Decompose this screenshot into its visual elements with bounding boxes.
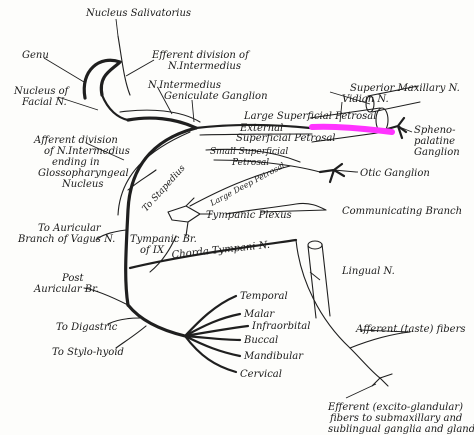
external-superficial-petrosal xyxy=(199,133,313,136)
auricular-vagus-branch xyxy=(95,229,127,241)
label-efferent-division-1: Efferent division of xyxy=(151,50,251,61)
temporal-branch xyxy=(183,294,238,338)
label-efferent-division-2: N.Intermedius xyxy=(167,61,241,72)
label-otic-ganglion: Otic Ganglion xyxy=(360,168,430,179)
label-nucleus-facial-1: Nucleus of xyxy=(13,86,71,97)
label-sphenopalatine-2: palatine xyxy=(414,136,455,147)
sphenopalatine-branches xyxy=(382,116,408,140)
nerve-paths xyxy=(82,35,421,387)
label-afferent-taste: Afferent (taste) fibers xyxy=(355,324,466,335)
label-afferent-division-2: of N.Intermedius xyxy=(44,146,130,157)
label-to-digastric: To Digastric xyxy=(56,322,118,333)
infraorbital-branch xyxy=(183,324,250,338)
label-genu: Genu xyxy=(22,50,49,61)
label-cervical: Cervical xyxy=(240,369,282,380)
large-superficial-petrosal xyxy=(194,123,312,130)
label-afferent-division-1: Afferent division xyxy=(33,135,118,146)
afferent-descending xyxy=(117,131,191,216)
salivatorius-fiber xyxy=(117,35,131,96)
label-tympanic-br-2: of IX xyxy=(140,245,165,256)
label-lingual: Lingual N. xyxy=(341,266,395,277)
label-geniculate-ganglion: Geniculate Ganglion xyxy=(164,91,268,102)
lingual-left xyxy=(307,245,317,319)
label-to-auricular-1: To Auricular xyxy=(38,223,102,234)
label-vidian: Vidian N. xyxy=(342,94,389,105)
post-auricular-branch xyxy=(83,287,129,306)
vidian-top xyxy=(309,107,381,119)
label-nucleus-facial-2: Facial N. xyxy=(21,97,67,108)
malar-branch xyxy=(183,312,242,338)
tympanic-plexus xyxy=(167,205,201,223)
chorda-tympani xyxy=(128,238,298,270)
label-external-superficial-petrosal-1: External xyxy=(239,123,283,134)
afferent-taste-fiber xyxy=(349,331,411,349)
highlighted-segment xyxy=(309,123,395,135)
label-afferent-division-3: ending in xyxy=(52,157,100,168)
stylohyoid-branch xyxy=(115,325,147,349)
stapedius-branch xyxy=(127,169,157,191)
buccal-branch xyxy=(183,334,242,342)
label-to-stylo-hyoid: To Stylo-hyoid xyxy=(52,347,124,358)
label-nucleus-salivatorius: Nucleus Salivatorius xyxy=(85,8,191,19)
facial-canal xyxy=(124,126,198,307)
label-post-auricular-1: Post xyxy=(61,273,84,284)
label-temporal: Temporal xyxy=(240,291,288,302)
leader-lines xyxy=(43,18,413,399)
petrosal-fiber xyxy=(213,159,321,173)
vidian-bottom xyxy=(311,131,385,143)
lingual-end xyxy=(307,240,323,250)
label-buccal: Buccal xyxy=(243,335,278,346)
sup-maxillary-top xyxy=(367,85,419,97)
large-deep-petrosal xyxy=(189,165,291,207)
facial-root xyxy=(100,93,130,122)
mandibular-branch xyxy=(183,334,242,358)
label-post-auricular-2: Auricular Br. xyxy=(33,284,99,295)
label-to-auricular-2: Branch of Vagus N. xyxy=(17,234,115,245)
genu-loop xyxy=(82,58,122,100)
facial-trunk-lower xyxy=(126,303,187,338)
small-superficial-petrosal xyxy=(205,148,301,163)
label-external-superficial-petrosal-2: Superficial Petrosal xyxy=(236,133,336,144)
label-tympanic-br-1: Tympanic Br. xyxy=(130,234,197,245)
label-small-superficial-petrosal-1: Small Superficial xyxy=(210,147,288,157)
label-n-intermedius: N.Intermedius xyxy=(147,80,221,91)
label-sphenopalatine-3: Ganglion xyxy=(414,147,460,158)
tympanic-br-ix xyxy=(149,235,177,273)
otic-ganglion-node xyxy=(318,162,346,184)
label-to-stapedius: To Stapedius xyxy=(141,163,188,214)
label-malar: Malar xyxy=(243,309,275,320)
chorda-to-submaxillary xyxy=(295,239,381,379)
label-superior-maxillary: Superior Maxillary N. xyxy=(350,83,460,94)
label-sphenopalatine-1: Spheno- xyxy=(414,125,456,136)
communicating-branch xyxy=(225,202,327,215)
label-large-superficial-petrosal: Large Superficial Petrosal xyxy=(243,111,376,122)
label-tympanic-plexus: Tympanic Plexus xyxy=(206,210,292,221)
label-mandibular: Mandibular xyxy=(243,351,304,362)
submaxillary-ganglion xyxy=(371,373,393,387)
cervical-branch xyxy=(183,334,238,374)
label-communicating-branch: Communicating Branch xyxy=(342,206,462,217)
lingual-right xyxy=(321,243,331,317)
label-efferent-excito-2: fibers to submaxillary and xyxy=(329,413,462,424)
sup-maxillary-end xyxy=(365,95,375,113)
label-infraorbital: Infraorbital xyxy=(251,321,310,332)
otic-branch xyxy=(333,169,357,173)
labels: Nucleus Salivatorius Efferent division o… xyxy=(13,8,474,435)
label-afferent-division-4: Glossopharyngeal xyxy=(38,168,129,179)
label-small-superficial-petrosal-2: Petrosal xyxy=(231,158,269,168)
label-efferent-excito-1: Efferent (excito-glandular) xyxy=(327,402,463,413)
sup-maxillary-bottom xyxy=(371,101,421,113)
label-efferent-excito-3: sublingual ganglia and glands xyxy=(328,424,474,435)
digastric-branch xyxy=(107,317,141,325)
tympanic-plexus-branches xyxy=(185,197,213,237)
facial-to-geniculate xyxy=(126,116,198,130)
label-afferent-division-5: Nucleus xyxy=(61,179,103,190)
